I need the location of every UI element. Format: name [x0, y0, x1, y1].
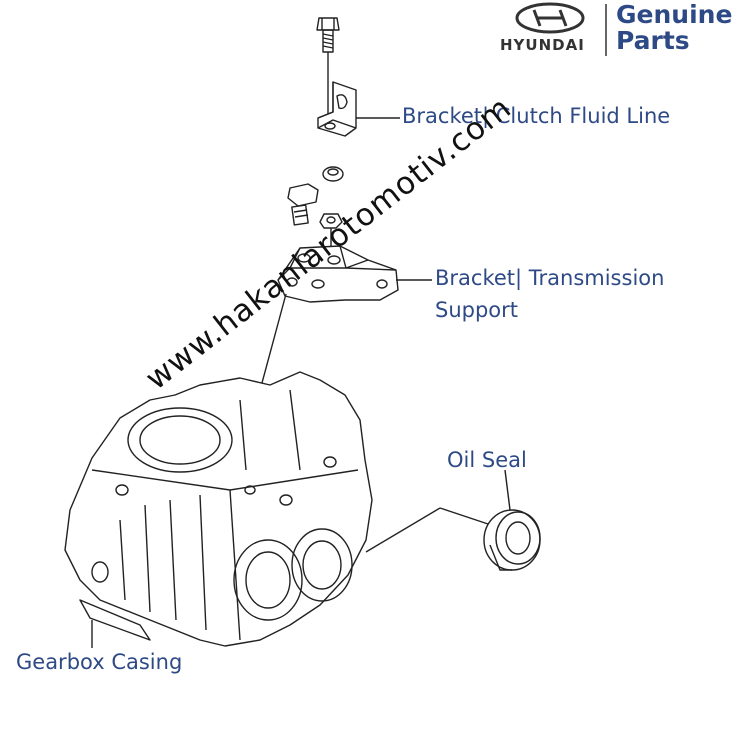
clutch-fluid-bracket [317, 81, 357, 137]
gearbox-casing [64, 371, 373, 647]
brand-divider [605, 4, 607, 56]
label-gearbox-casing: Gearbox Casing [16, 650, 183, 674]
brand-genuine: Genuine [616, 0, 733, 29]
transmission-support-bracket [277, 245, 399, 303]
brand-parts: Parts [616, 26, 690, 55]
label-transmission-bracket: Bracket| Transmission [435, 266, 665, 290]
clutch-bracket-bolt [316, 17, 340, 53]
nut [319, 213, 343, 256]
transmission-bracket-bolt [287, 183, 319, 226]
label-oil-seal: Oil Seal [447, 448, 527, 472]
oil-seal [483, 509, 541, 571]
brand-name: HYUNDAI [500, 36, 585, 54]
hyundai-logo-icon [515, 2, 585, 34]
washer [322, 166, 344, 182]
brand-logo: HYUNDAI Genuine Parts [498, 0, 748, 60]
label-transmission-bracket-line2: Support [435, 298, 519, 322]
label-clutch-fluid-bracket: Bracket| Clutch Fluid Line [402, 104, 671, 128]
